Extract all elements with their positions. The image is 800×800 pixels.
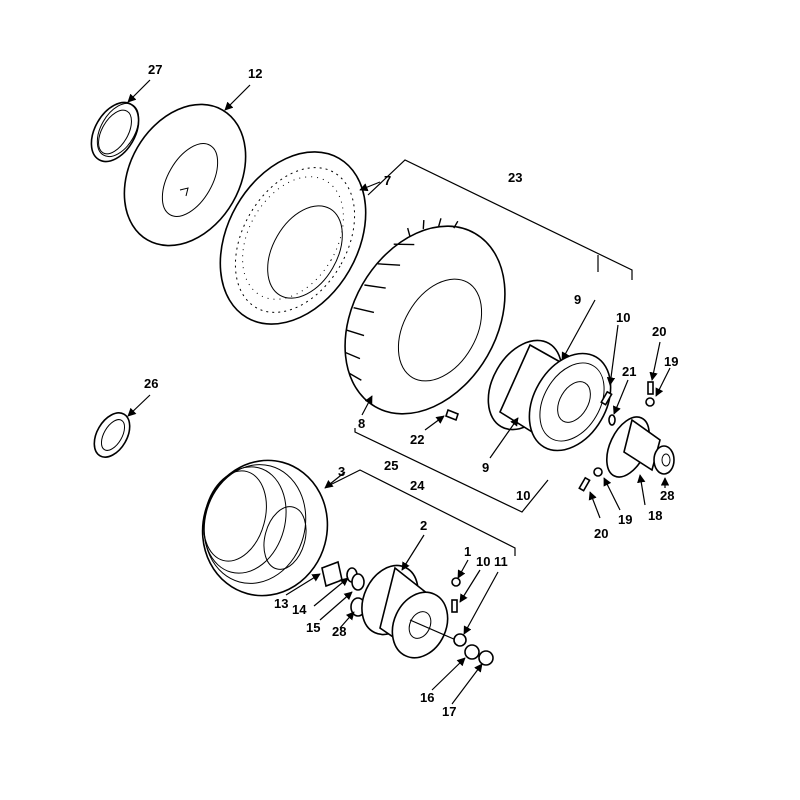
front-bearing-parts [321,560,366,617]
callout-28-front: 28 [332,624,346,639]
callout-10-upper: 10 [616,310,630,325]
valve-stem-22 [445,408,459,422]
callout-20-upper: 20 [652,324,666,339]
front-fasteners [451,577,494,666]
seal-ring-26 [93,412,131,458]
callout-10-mid: 10 [516,488,530,503]
callout-19-upper: 19 [664,354,678,369]
callout-25: 25 [384,458,398,473]
callout-28-right: 28 [660,488,674,503]
callout-10-front: 10 [476,554,490,569]
callout-3: 3 [338,464,345,479]
callout-15: 15 [306,620,320,635]
lug-tire-8 [344,218,506,415]
callout-21: 21 [622,364,636,379]
callout-13: 13 [274,596,288,611]
seal-ring-27 [90,101,140,163]
fasteners-rear [578,381,655,492]
callout-22: 22 [410,432,424,447]
callout-24: 24 [410,478,425,493]
callout-9-lower: 9 [482,460,489,475]
callout-27: 27 [148,62,162,77]
callout-11: 11 [494,554,508,569]
callout-9-upper: 9 [574,292,581,307]
inner-tube-12 [123,103,247,247]
hub-18 [606,416,675,478]
callout-14: 14 [292,602,307,617]
callout-18: 18 [648,508,662,523]
callout-26: 26 [144,376,158,391]
callout-labels: 27 12 7 23 9 10 20 19 21 26 8 22 9 25 3 … [144,62,678,719]
callout-12: 12 [248,66,262,81]
callout-2: 2 [420,518,427,533]
grouping-brackets [329,159,633,556]
callout-7: 7 [384,173,391,188]
callout-1: 1 [464,544,471,559]
front-rim-2 [361,564,457,659]
callout-23: 23 [508,170,522,185]
rear-rim-9 [487,339,612,452]
callout-19-lower: 19 [618,512,632,527]
callout-8: 8 [358,416,365,431]
rear-tire-7 [219,151,367,325]
callout-17: 17 [442,704,456,719]
front-tire-3 [201,459,329,597]
callout-16: 16 [420,690,434,705]
callout-20-lower: 20 [594,526,608,541]
leader-arrows [127,79,671,705]
